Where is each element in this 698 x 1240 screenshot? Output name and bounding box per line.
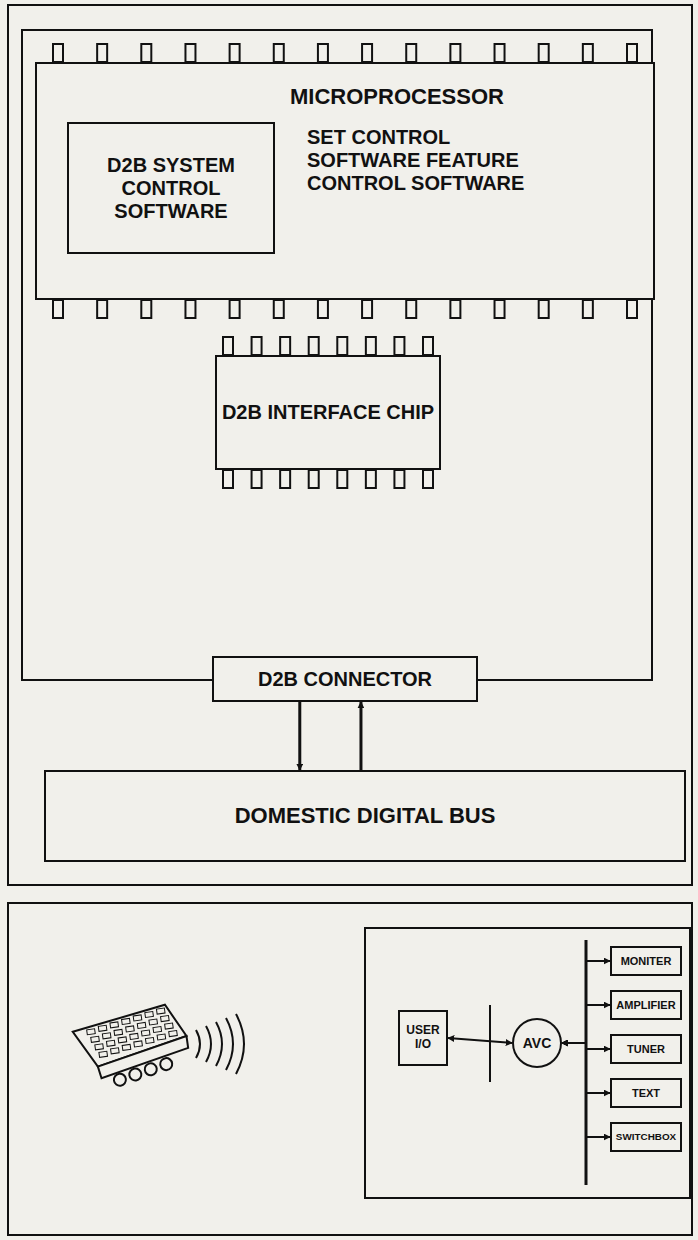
chip-pin — [583, 300, 593, 318]
component-box: USER I/O — [398, 1010, 448, 1066]
chip-pin — [337, 337, 347, 355]
chip-pin — [362, 300, 372, 318]
chip-pin — [362, 44, 372, 62]
chip-pin — [406, 300, 416, 318]
chip-pin — [185, 44, 195, 62]
bus-line — [489, 1005, 491, 1082]
component-label: USER I/O — [403, 1024, 443, 1052]
component-box: D2B CONNECTOR — [212, 656, 478, 702]
component-label: MONITER — [621, 955, 672, 968]
chip-pin — [495, 300, 505, 318]
controller-circle: AVC — [512, 1018, 562, 1068]
signal-arrow — [562, 961, 610, 1043]
signal-arrow — [562, 1005, 610, 1043]
component-title: MICROPROCESSOR — [197, 84, 597, 109]
chip-pin — [141, 300, 151, 318]
chip-pin — [394, 337, 404, 355]
chip-pin — [539, 300, 549, 318]
chip-pin — [583, 44, 593, 62]
chip-pin — [309, 470, 319, 488]
chip-pin — [318, 300, 328, 318]
signal-arrow — [359, 702, 362, 770]
component-box: D2B INTERFACE CHIP — [215, 355, 441, 470]
chip-pin — [406, 44, 416, 62]
chip-pin — [394, 470, 404, 488]
chip-pin — [423, 470, 433, 488]
component-box: TUNER — [610, 1034, 682, 1064]
chip-pin — [450, 300, 460, 318]
chip-pin — [539, 44, 549, 62]
chip-pin — [337, 470, 347, 488]
component-label: TUNER — [627, 1043, 665, 1056]
chip-pin — [97, 44, 107, 62]
chip-pin — [366, 337, 376, 355]
chip-pin — [185, 300, 195, 318]
remote-control — [71, 1002, 192, 1091]
component-box: AMPLIFIER — [610, 990, 682, 1020]
component-box: SWITCHBOX — [610, 1122, 682, 1152]
chip-pin — [53, 44, 63, 62]
chip-pin — [318, 44, 328, 62]
chip-pin — [230, 300, 240, 318]
frame — [8, 903, 692, 1235]
signal-arrow — [448, 1038, 512, 1043]
component-label: SWITCHBOX — [616, 1131, 676, 1142]
chip-pin — [223, 470, 233, 488]
component-box: D2B SYSTEM CONTROL SOFTWARE — [67, 122, 275, 254]
signal-waves — [196, 1014, 244, 1074]
chip-pin — [230, 44, 240, 62]
component-box: TEXT — [610, 1078, 682, 1108]
chip-pin — [280, 337, 290, 355]
chip-pin — [252, 337, 262, 355]
frame — [8, 5, 692, 885]
chip-pin — [309, 337, 319, 355]
chip-pin — [495, 44, 505, 62]
signal-arrow — [562, 1043, 610, 1137]
component-box: MICROPROCESSOR SET CONTROL SOFTWARE FEATU… — [35, 62, 655, 300]
component-label: TEXT — [632, 1087, 660, 1100]
component-label: DOMESTIC DIGITAL BUS — [235, 803, 496, 828]
chip-pin — [627, 44, 637, 62]
component-box: DOMESTIC DIGITAL BUS — [44, 770, 686, 862]
component-label: D2B CONNECTOR — [258, 668, 432, 691]
software-label: SET CONTROL SOFTWARE FEATURE CONTROL SOF… — [307, 126, 547, 195]
chip-pin — [450, 44, 460, 62]
component-box: MONITER — [610, 946, 682, 976]
chip-pin — [627, 300, 637, 318]
component-label: AMPLIFIER — [616, 999, 675, 1012]
component-label: D2B INTERFACE CHIP — [222, 401, 434, 424]
component-label: D2B SYSTEM CONTROL SOFTWARE — [96, 154, 246, 223]
chip-pin — [366, 470, 376, 488]
chip-pin — [274, 300, 284, 318]
chip-pin — [423, 337, 433, 355]
chip-pin — [97, 300, 107, 318]
chip-pin — [141, 44, 151, 62]
chip-pin — [252, 470, 262, 488]
chip-pin — [274, 44, 284, 62]
component-label: AVC — [523, 1035, 552, 1051]
chip-pin — [53, 300, 63, 318]
chip-pin — [280, 470, 290, 488]
chip-pin — [223, 337, 233, 355]
signal-arrow — [298, 702, 301, 770]
tv-set-housing — [365, 928, 690, 1198]
